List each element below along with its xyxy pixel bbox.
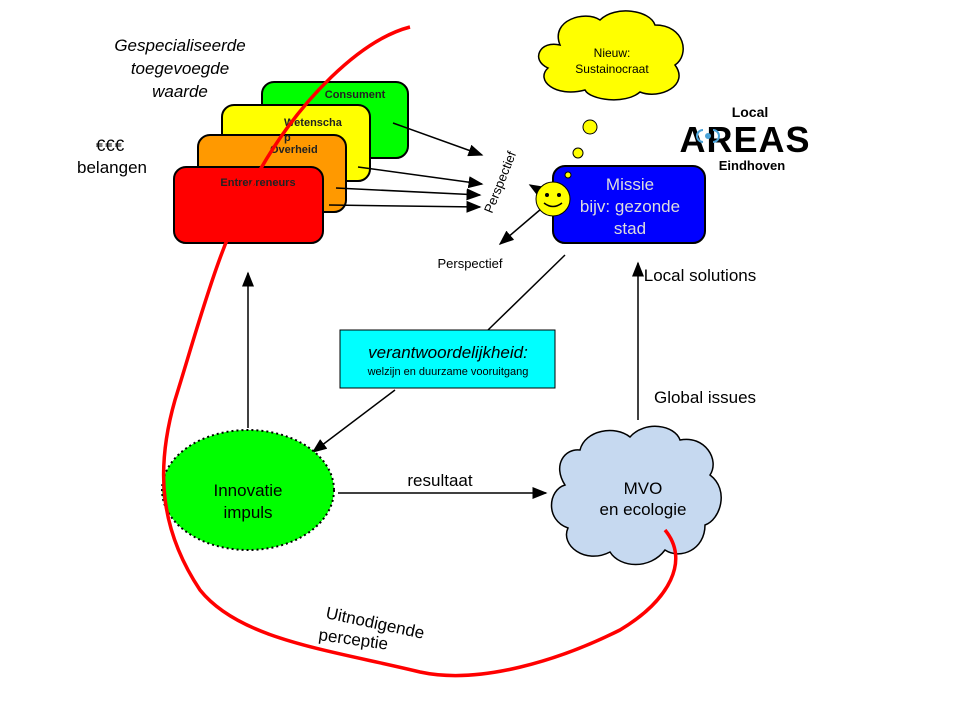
result-label: resultaat bbox=[407, 471, 472, 490]
thought-bubble bbox=[564, 171, 572, 179]
responsibility-arrow bbox=[311, 389, 396, 453]
consument-label: Consument bbox=[325, 89, 386, 101]
areas-logo: Local AREAS Eindhoven bbox=[679, 104, 810, 173]
title: Gespecialiseerde toegevoegde waarde bbox=[114, 36, 245, 101]
global-issues-label: Global issues bbox=[654, 388, 756, 407]
title-line: waarde bbox=[152, 82, 208, 101]
thought-bubble bbox=[572, 147, 584, 159]
innovation-line: Innovatie bbox=[214, 481, 283, 500]
money-label: €€€ bbox=[96, 136, 125, 155]
thought-bubble bbox=[582, 119, 598, 135]
entrepreneurs-box bbox=[173, 166, 324, 244]
perception-curve bbox=[161, 25, 678, 678]
perspective-label: Perspectief bbox=[481, 149, 519, 215]
innovation-line: impuls bbox=[223, 503, 272, 522]
mission-line: bijv: gezonde bbox=[580, 197, 680, 216]
thought-line: Nieuw: bbox=[594, 46, 631, 60]
logo-bottom: Eindhoven bbox=[719, 158, 786, 173]
logo-main: AREAS bbox=[679, 119, 810, 160]
title-line: Gespecialiseerde bbox=[114, 36, 245, 55]
mvo-line: MVO bbox=[624, 479, 663, 498]
logo-top: Local bbox=[732, 104, 769, 120]
innovation-ellipse bbox=[161, 429, 335, 551]
mvo-cloud bbox=[550, 425, 722, 566]
entrepreneurs-label: Entrepreneurs bbox=[220, 177, 295, 189]
local-solutions-label: Local solutions bbox=[644, 266, 756, 285]
mission-connector bbox=[487, 254, 566, 331]
mvo-line: en ecologie bbox=[600, 500, 687, 519]
thought-cloud bbox=[537, 10, 684, 101]
responsibility-box bbox=[339, 329, 556, 389]
responsibility-title: verantwoordelijkheid: bbox=[368, 343, 528, 362]
thought-line: Sustainocraat bbox=[575, 62, 649, 76]
responsibility-subtitle: welzijn en duurzame vooruitgang bbox=[367, 366, 529, 378]
interests-label: belangen bbox=[77, 158, 147, 177]
mission-line: stad bbox=[614, 219, 646, 238]
smiley-icon bbox=[535, 181, 571, 217]
title-line: toegevoegde bbox=[131, 59, 229, 78]
mission-line: Missie bbox=[606, 175, 654, 194]
perspective-label-2: Perspectief bbox=[437, 256, 502, 271]
wetenschap-label-wrap: p bbox=[284, 132, 291, 144]
overheid-label: Overheid bbox=[270, 144, 318, 156]
antenna-icon bbox=[696, 129, 720, 143]
wetenschap-label: Wetenscha bbox=[284, 117, 343, 129]
